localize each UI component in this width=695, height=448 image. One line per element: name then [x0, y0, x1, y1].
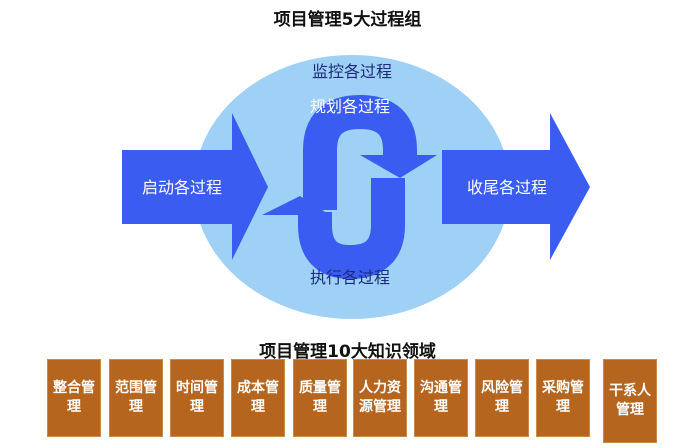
close-arrow [442, 113, 590, 260]
close-label: 收尾各过程 [467, 178, 547, 197]
knowledge-area-box: 整合管理 [47, 359, 101, 437]
process-groups-title: 项目管理5大过程组 [273, 10, 422, 30]
initiate-arrow [122, 113, 268, 260]
knowledge-area-box: 干系人管理 [603, 359, 657, 443]
execute-cycle-arrow [298, 178, 405, 280]
plan-cycle-arrow [303, 94, 417, 210]
initiate-label: 启动各过程 [142, 178, 222, 197]
plan-label: 规划各过程 [310, 97, 390, 116]
knowledge-area-box: 质量管理 [293, 359, 347, 437]
knowledge-area-box: 成本管理 [231, 359, 285, 437]
execute-label: 执行各过程 [310, 268, 390, 287]
knowledge-area-box: 沟通管理 [414, 359, 468, 437]
knowledge-area-box: 人力资源管理 [353, 359, 407, 437]
knowledge-area-box: 范围管理 [109, 359, 163, 437]
process-cycle-circle [194, 55, 510, 319]
knowledge-areas-title: 项目管理10大知识领域 [259, 342, 436, 362]
knowledge-areas-row: 整合管理 范围管理 时间管理 成本管理 质量管理 人力资源管理 沟通管理 风险管… [47, 359, 662, 443]
knowledge-area-box: 风险管理 [475, 359, 529, 437]
execute-arrowhead [262, 196, 330, 215]
knowledge-area-box: 采购管理 [536, 359, 590, 437]
monitor-label: 监控各过程 [312, 62, 392, 81]
plan-arrowhead [360, 155, 437, 178]
knowledge-area-box: 时间管理 [170, 359, 224, 437]
